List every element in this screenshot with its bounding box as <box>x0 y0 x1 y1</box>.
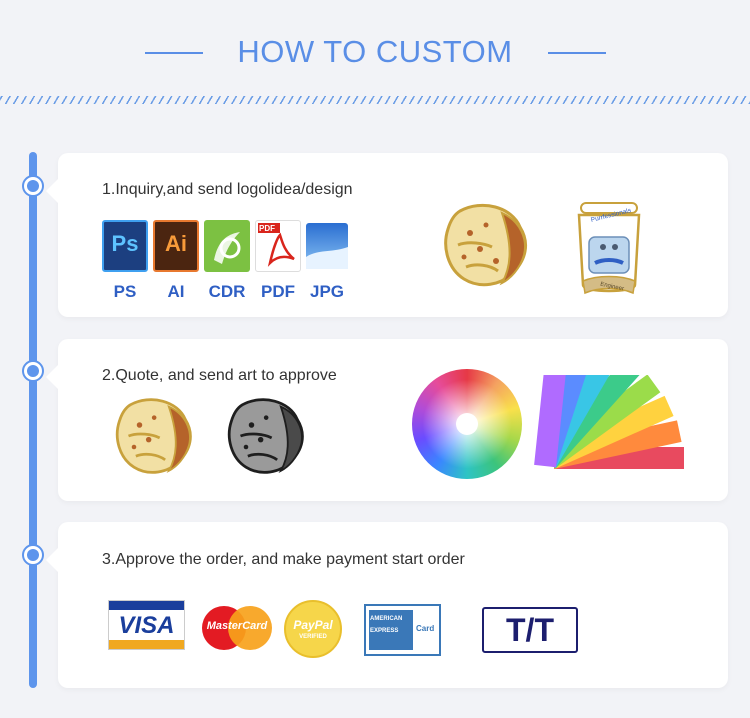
hatched-divider <box>0 96 750 104</box>
timeline-bar <box>29 152 37 688</box>
photoshop-icon: Ps <box>102 220 148 272</box>
software-label-pdf: PDF <box>261 282 295 301</box>
step-1-title: 1.Inquiry,and send logolidea/design <box>102 181 353 198</box>
color-swatch-fan-icon <box>534 375 684 469</box>
tt-transfer-logo: T/T <box>482 607 578 653</box>
paypal-verified-logo: PayPal VERIFIED <box>284 600 342 658</box>
step-3-title: 3.Approve the order, and make payment st… <box>102 551 465 568</box>
mastercard-logo: MasterCard <box>202 606 272 652</box>
section-header: HOW TO CUSTOM <box>0 30 750 76</box>
color-wheel-icon <box>412 369 522 479</box>
step-card-2: 2.Quote, and send art to approve <box>46 339 728 501</box>
software-label-ps: PS <box>113 282 137 301</box>
potato-pin-color-icon <box>115 398 192 474</box>
page-title: HOW TO CUSTOM <box>237 34 513 69</box>
step-card-1: 1.Inquiry,and send logolidea/design Ps P… <box>46 153 728 317</box>
software-label-ai: AI <box>167 282 185 301</box>
title-line-right <box>548 52 606 54</box>
potato-pin-gray-icon <box>227 398 304 474</box>
coreldraw-glyph-icon <box>214 232 241 264</box>
timeline-node-2 <box>22 360 44 382</box>
software-label-jpg: JPG <box>309 282 345 301</box>
step-card-3: 3.Approve the order, and make payment st… <box>46 522 728 688</box>
step-2-title: 2.Quote, and send art to approve <box>102 367 337 384</box>
timeline-node-3 <box>22 544 44 566</box>
illustrator-icon: Ai <box>153 220 199 272</box>
cat-bottle-pin-icon <box>577 202 641 295</box>
potato-pin-icon <box>444 203 528 287</box>
visa-logo: VISA <box>108 600 185 650</box>
pdf-glyph-icon <box>258 223 295 267</box>
jpg-icon <box>306 223 348 269</box>
title-line-left <box>145 52 203 54</box>
american-express-logo: AMERICAN EXPRESS Card <box>364 604 441 656</box>
jpg-glyph-icon <box>306 247 348 269</box>
software-icons: Ps PS Ai AI CDR PDF PDF <box>102 220 362 310</box>
software-label-cdr: CDR <box>208 282 246 301</box>
pdf-icon: PDF <box>255 220 301 272</box>
timeline-node-1 <box>22 175 44 197</box>
coreldraw-icon <box>204 220 250 272</box>
